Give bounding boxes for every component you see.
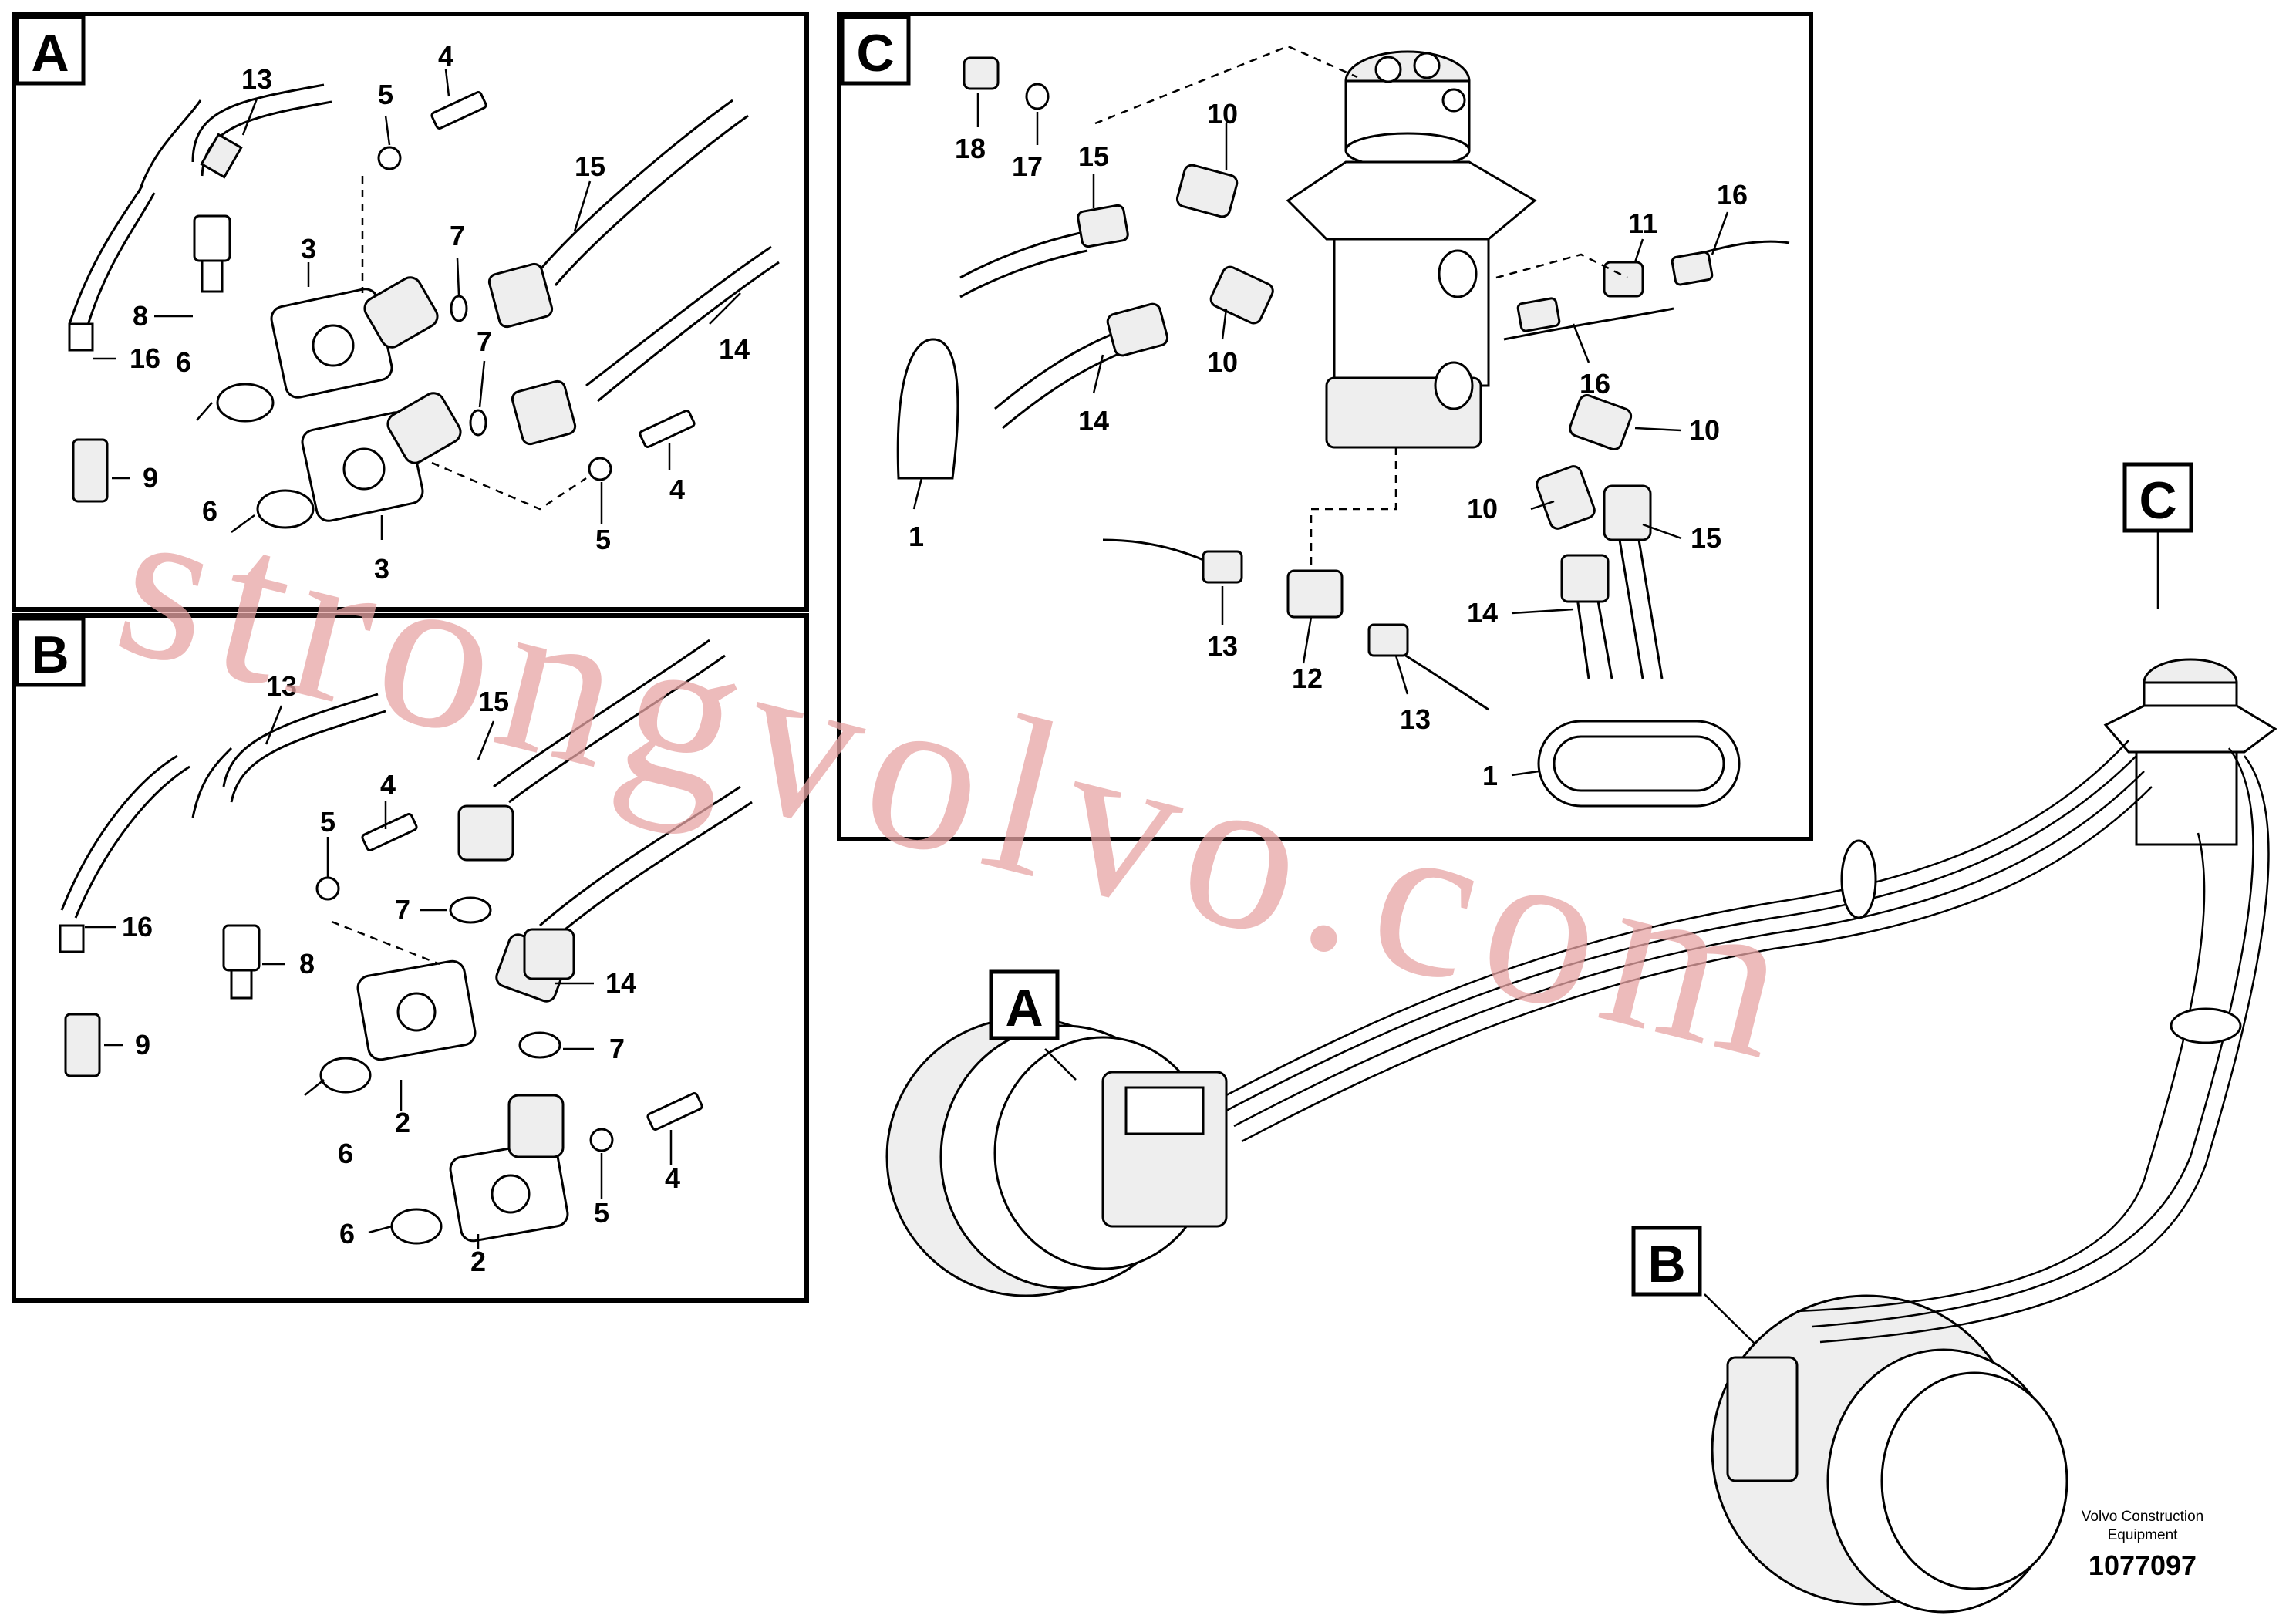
a-label-5-bottom: 5 <box>595 524 611 555</box>
c-label-11: 11 <box>1628 207 1657 239</box>
a-label-9: 9 <box>143 462 158 494</box>
c-label-10-lower: 10 <box>1467 493 1498 524</box>
a-label-3-bottom: 3 <box>374 553 389 585</box>
c-label-10-mid: 10 <box>1207 346 1238 378</box>
a-label-6-top: 6 <box>176 346 191 378</box>
a-label-4-bottom: 4 <box>669 474 685 505</box>
c-label-16-top: 16 <box>1717 179 1748 211</box>
callout-b: B <box>1631 1226 1755 1344</box>
c-label-1-left: 1 <box>909 521 924 552</box>
flange-lower <box>301 392 462 522</box>
c-label-18: 18 <box>955 133 986 164</box>
a-label-14: 14 <box>719 333 750 365</box>
overview-assembly <box>885 658 2277 1614</box>
panel-c: C <box>837 12 1813 841</box>
panel-b: B <box>12 613 809 1303</box>
c-label-13-left: 13 <box>1207 630 1238 662</box>
a-label-3-top: 3 <box>301 233 316 265</box>
brand-line-1: Volvo Construction <box>2082 1509 2203 1525</box>
c-label-14-left: 14 <box>1078 405 1109 437</box>
b-label-14: 14 <box>605 967 636 999</box>
c-label-14-right: 14 <box>1467 597 1498 629</box>
c-label-13-right: 13 <box>1400 703 1431 735</box>
a-label-13: 13 <box>241 63 272 95</box>
panel-b-tag: B <box>31 626 69 684</box>
b-label-4-top: 4 <box>380 769 396 801</box>
c-label-15: 15 <box>1078 140 1109 172</box>
b-label-5-top: 5 <box>320 806 335 838</box>
b-label-6-bottom: 6 <box>339 1218 355 1249</box>
svg-text:A: A <box>1005 979 1043 1037</box>
c-label-1-right: 1 <box>1482 760 1498 791</box>
panel-c-tag: C <box>856 24 894 83</box>
swivel-joint <box>1286 50 1537 449</box>
callout-a: A <box>989 969 1077 1081</box>
svg-text:B: B <box>1647 1235 1685 1293</box>
b-label-7-bottom: 7 <box>609 1033 625 1064</box>
svg-text:C: C <box>2139 471 2176 530</box>
c-label-16-mid: 16 <box>1580 368 1610 400</box>
swivel-joint-overview <box>2103 658 2277 846</box>
a-label-7-mid: 7 <box>477 325 492 357</box>
c-label-17: 17 <box>1012 150 1043 182</box>
b-label-9: 9 <box>135 1029 150 1061</box>
travel-motor-left <box>885 1017 1228 1297</box>
b-label-13: 13 <box>266 670 297 702</box>
b-label-8: 8 <box>299 948 315 980</box>
c-label-12: 12 <box>1292 663 1323 694</box>
drawing-number: 1077097 <box>2089 1549 2197 1581</box>
callout-c: C <box>2122 462 2193 609</box>
a-label-16: 16 <box>130 342 160 374</box>
b-label-4-bottom: 4 <box>665 1162 680 1194</box>
c-label-10-right: 10 <box>1689 414 1720 446</box>
b-label-15: 15 <box>478 686 509 717</box>
b-label-2-bottom: 2 <box>470 1246 486 1277</box>
panel-a: A <box>12 12 809 612</box>
b-label-7-top: 7 <box>395 894 410 926</box>
travel-motor-right <box>1711 1294 2068 1614</box>
c-label-15-right: 15 <box>1691 522 1721 554</box>
c-label-10-top: 10 <box>1207 98 1238 130</box>
b-label-2-top: 2 <box>395 1107 410 1138</box>
a-label-4: 4 <box>438 40 453 72</box>
flange-upper <box>270 276 439 399</box>
b-label-5-bottom: 5 <box>594 1197 609 1229</box>
a-label-5: 5 <box>378 79 393 110</box>
footer-brand: Volvo Construction Equipment 1077097 <box>2082 1509 2203 1581</box>
a-label-8: 8 <box>133 300 148 332</box>
brand-line-2: Equipment <box>2108 1527 2179 1543</box>
b-label-6-top: 6 <box>338 1138 353 1169</box>
b-label-16: 16 <box>122 911 153 943</box>
a-label-7-top: 7 <box>450 220 465 251</box>
a-label-15: 15 <box>575 150 605 182</box>
a-label-6-bottom: 6 <box>202 495 217 527</box>
panel-a-tag: A <box>31 24 69 83</box>
